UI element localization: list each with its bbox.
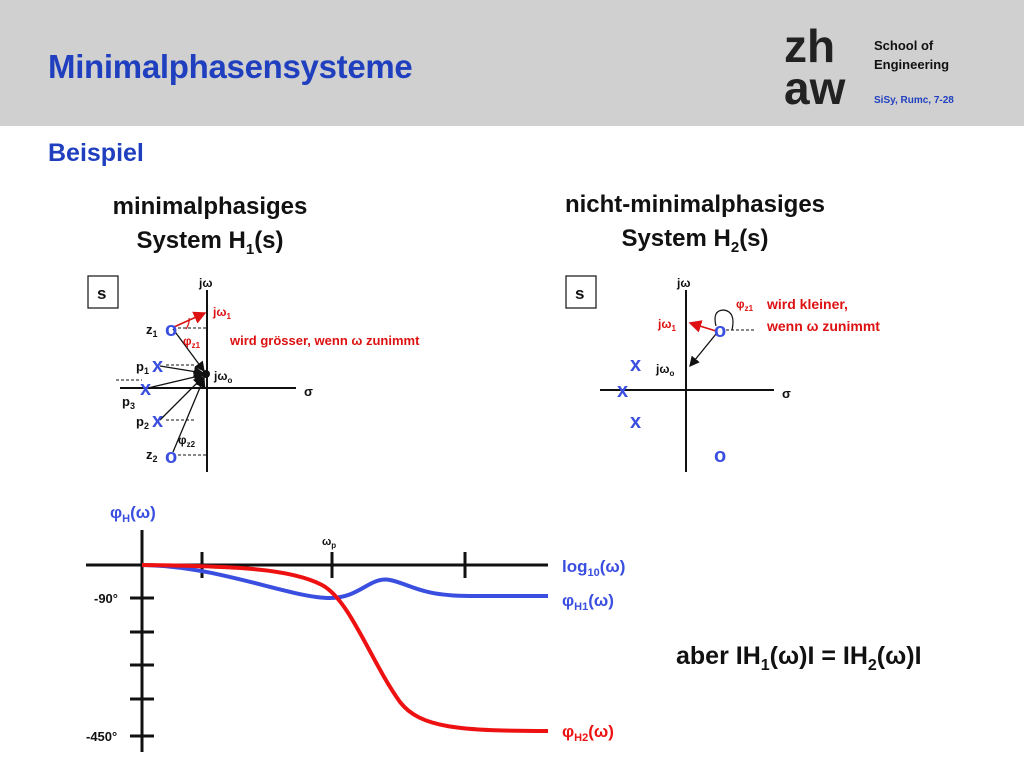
left-jwo-label: jωo: [213, 369, 232, 385]
right-note-line2: wenn ω zunimmt: [766, 318, 880, 334]
page-title: Minimalphasensysteme: [48, 48, 413, 85]
right-note-line1: wird kleiner,: [766, 296, 848, 312]
section-subtitle: Beispiel: [48, 139, 144, 167]
right-pole-3: x: [617, 380, 628, 402]
magnitude-statement: aber IH1(ω)I = IH2(ω)I: [676, 642, 922, 674]
left-phi-z2-label: φz2: [178, 433, 196, 449]
phase-y-label: φH(ω): [110, 503, 156, 525]
left-s-plane: s jω σ: [87, 275, 420, 472]
right-zero-1: o: [714, 320, 726, 342]
left-zero-2: o: [165, 446, 177, 468]
tick-minus-90: -90°: [94, 591, 118, 606]
left-heading-line2: System H1(s): [136, 227, 284, 258]
right-jw1-label: jω1: [657, 317, 676, 333]
left-heading-line1: minimalphasiges: [112, 193, 308, 220]
wp-label: ωp: [322, 536, 336, 550]
right-heading-line2: System H2(s): [621, 225, 769, 256]
school-line-2: Engineering: [874, 57, 950, 72]
left-p1-label: p1: [136, 359, 149, 376]
logo-bottom: aw: [784, 62, 846, 108]
left-note: wird grösser, wenn ω zunimmt: [229, 333, 420, 348]
school-line-1: School of: [874, 38, 934, 53]
logo-top: zh: [784, 24, 835, 72]
right-pole-2: x: [630, 411, 641, 433]
left-p3-label: p3: [122, 394, 135, 411]
phi-h1-curve: [141, 563, 548, 601]
right-s-box: [565, 275, 597, 309]
left-z2-label: z2: [146, 447, 158, 464]
zhaw-logo: zh aw: [784, 24, 846, 108]
phase-plot: φH(ω) ωp -90° -450° log10(ω) φH1(ω) φH2(…: [86, 503, 625, 752]
phi-h1-label: φH1(ω): [562, 591, 614, 613]
right-s-label: s: [575, 284, 584, 303]
left-pole-3: x: [140, 378, 151, 400]
left-zero-1: o: [165, 319, 177, 341]
x-axis-label: log10(ω): [562, 557, 625, 579]
left-system-heading: minimalphasiges System H1(s): [70, 190, 350, 267]
left-jw1-label: jω1: [212, 305, 231, 321]
right-pole-1: x: [630, 354, 641, 376]
left-p2-label: p2: [136, 414, 149, 431]
left-pole-2: x: [152, 410, 163, 432]
left-sigma-label: σ: [304, 384, 313, 399]
left-s-label: s: [97, 284, 106, 303]
right-heading-line1: nicht-minimalphasiges: [564, 191, 826, 218]
left-z1-label: z1: [146, 322, 158, 339]
phi-h2-label: φH2(ω): [562, 722, 614, 744]
left-jw-label: jω: [198, 276, 212, 290]
right-jw-label: jω: [676, 276, 690, 290]
right-system-heading: nicht-minimalphasiges System H2(s): [520, 188, 870, 265]
header-bar: [0, 0, 1024, 126]
right-jwo-label: jωo: [655, 362, 674, 378]
left-pole-1: x: [152, 355, 163, 377]
right-s-plane: s jω σ o o x x x jω1 jωo φz1 wird kleine…: [565, 275, 880, 472]
right-sigma-label: σ: [782, 386, 791, 401]
school-name: School of Engineering: [874, 36, 949, 74]
left-phi-z1-label: φz1: [183, 334, 201, 350]
left-s-box: [87, 275, 119, 309]
right-phi-z1-label: φz1: [736, 297, 754, 313]
phi-h2-curve: [141, 563, 549, 733]
tick-minus-450: -450°: [86, 729, 117, 744]
right-zero-2: o: [714, 445, 726, 467]
slide-reference: SiSy, Rumc, 7-28: [874, 95, 954, 106]
